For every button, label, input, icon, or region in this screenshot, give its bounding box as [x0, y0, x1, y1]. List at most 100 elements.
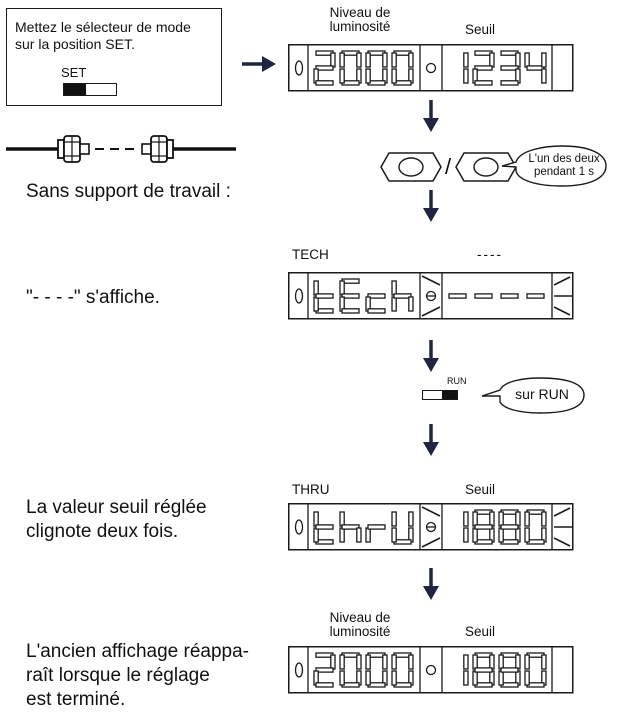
mode-switch-set[interactable] — [63, 83, 117, 96]
seven-segment-digit — [391, 50, 414, 86]
segment — [391, 52, 397, 68]
thru-caption-line2: clignote deux fois. — [26, 521, 179, 542]
seven-segment-digit — [526, 293, 545, 299]
segment — [339, 52, 345, 68]
segment — [541, 654, 547, 670]
segment — [391, 511, 397, 527]
thru-caption-line1: La valeur seuil réglée — [26, 497, 207, 518]
down-button-icon[interactable] — [380, 152, 445, 182]
segment — [313, 280, 319, 296]
segment — [341, 308, 360, 314]
segment — [391, 670, 397, 686]
seven-segment-digit — [365, 50, 388, 86]
segment — [498, 511, 504, 527]
segment — [463, 670, 469, 686]
seven-segment-digit — [463, 654, 469, 686]
right-arrow-icon — [242, 56, 276, 72]
segment — [339, 670, 345, 686]
fiber-caption: Sans support de travail : — [26, 181, 231, 202]
seven-segment-digit — [500, 293, 519, 299]
segment — [463, 68, 469, 84]
seven-segment-digit — [472, 652, 495, 688]
blink-indicator-icon — [421, 506, 572, 548]
instruction-box: Mettez le sélecteur de mode sur la posit… — [6, 8, 222, 106]
display3-label-left: THRU — [292, 482, 330, 497]
seven-segment-digit — [472, 50, 495, 86]
segment — [474, 80, 493, 86]
segment — [391, 654, 397, 670]
segment — [382, 52, 388, 68]
run-callout-bubble — [481, 377, 585, 414]
segment — [356, 527, 362, 543]
segment — [339, 654, 345, 670]
seven-segment-digit — [339, 278, 360, 314]
segment — [330, 654, 336, 670]
segment — [315, 682, 334, 688]
display2 — [288, 272, 574, 320]
seven-segment-digit — [365, 293, 386, 314]
segment — [472, 670, 478, 686]
segment — [365, 68, 371, 84]
seven-segment-digit — [313, 652, 336, 688]
segment — [365, 52, 371, 68]
segment — [341, 524, 360, 530]
segment — [356, 52, 362, 68]
display4-label-right: Seuil — [464, 624, 496, 639]
segment — [500, 65, 519, 71]
segment — [472, 654, 478, 670]
callout-text-line1: L'un des deux — [528, 153, 600, 165]
seven-segment-digit — [498, 509, 521, 545]
seven-segment-digit — [463, 511, 469, 543]
mode-switch-run[interactable] — [422, 390, 458, 400]
callout-bubble — [501, 145, 607, 187]
segment — [391, 527, 397, 543]
down-arrow-icon — [423, 568, 439, 600]
blink-indicator-icon — [421, 275, 572, 317]
segment — [463, 654, 469, 670]
seven-segment-digit — [391, 652, 414, 688]
seven-segment-digit — [524, 509, 547, 545]
segment — [463, 511, 469, 527]
seven-segment-digit — [339, 652, 362, 688]
display1-label-right: Seuil — [464, 22, 496, 37]
run-callout-text: sur RUN — [515, 386, 569, 402]
segment — [339, 511, 345, 527]
segment — [382, 654, 388, 670]
segment — [463, 527, 469, 543]
instruction-text-line2: sur la position SET. — [15, 36, 135, 52]
segment — [339, 280, 345, 296]
segment — [408, 654, 414, 670]
segment — [524, 527, 530, 543]
segment — [489, 52, 495, 68]
seven-segment-digit — [524, 52, 547, 84]
seven-segment-digit — [313, 511, 334, 545]
segment — [524, 670, 530, 686]
segment — [315, 293, 334, 299]
segment — [448, 293, 467, 299]
down-arrow-icon — [423, 340, 439, 372]
segment — [524, 654, 530, 670]
display1-label-left-line1: Niveau de — [329, 5, 391, 20]
seven-segment-digit — [313, 50, 336, 86]
seven-segment-digit — [313, 280, 334, 314]
segment — [515, 511, 521, 527]
down-arrow-icon — [423, 100, 439, 132]
segment — [463, 52, 469, 68]
segment — [408, 296, 414, 312]
display4-label-left-line2: luminosité — [329, 624, 391, 639]
seven-segment-digit — [498, 652, 521, 688]
seven-segment-digit — [472, 509, 495, 545]
segment — [391, 68, 397, 84]
segment — [367, 308, 386, 314]
segment — [408, 52, 414, 68]
segment — [498, 527, 504, 543]
segment — [315, 667, 334, 673]
down-arrow-icon — [423, 190, 439, 222]
segment — [315, 65, 334, 71]
set-switch-label: SET — [61, 65, 87, 80]
display3 — [288, 503, 574, 551]
display2-label-right: ---- — [477, 247, 503, 262]
segment — [474, 293, 493, 299]
segment — [315, 80, 334, 86]
segment — [498, 654, 504, 670]
